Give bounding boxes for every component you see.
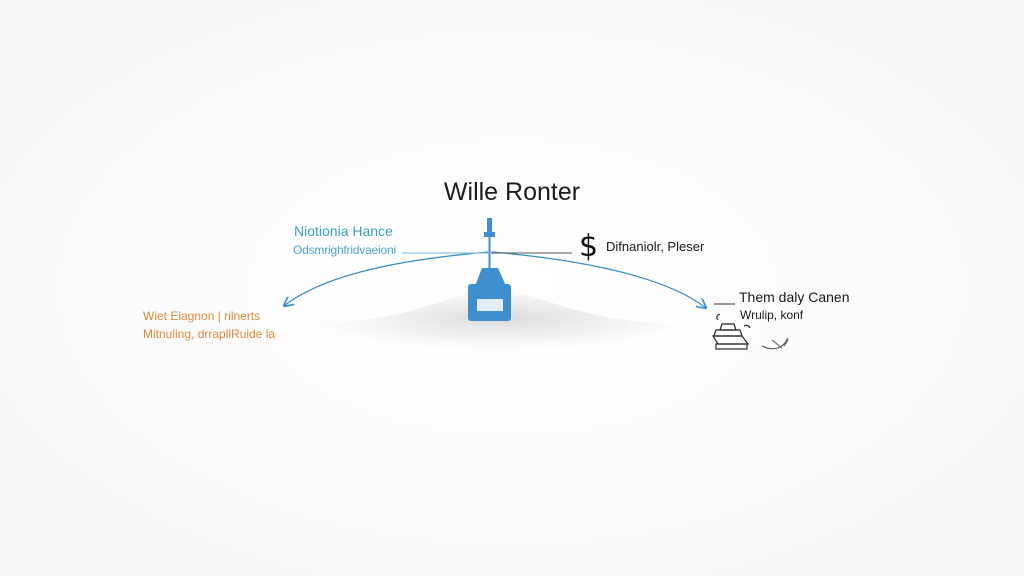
left-label-line-2: Mitnuling, drrapllRuide la bbox=[143, 327, 276, 341]
right-top-label: Difnaniolr, Pleser bbox=[606, 239, 705, 254]
router-device-icon bbox=[468, 218, 511, 321]
left-label-line-1: Wiet Eiagnon | rilnerts bbox=[143, 309, 261, 323]
left-top-sublabel: Odsmrighfridvaeioni bbox=[293, 243, 396, 257]
left-arc-connector bbox=[284, 251, 489, 306]
right-label-line-1: Them daly Canen bbox=[739, 289, 850, 305]
printer-sketch-icon bbox=[711, 313, 751, 350]
pen-scribble-icon bbox=[761, 337, 789, 350]
right-label-line-2: Wrulip, konf bbox=[740, 308, 804, 322]
diagram-title: Wille Ronter bbox=[443, 178, 581, 206]
dollar-icon: $ bbox=[579, 229, 599, 264]
right-arc-connector bbox=[491, 251, 706, 308]
left-top-label: Niotionia Hance bbox=[294, 223, 393, 239]
